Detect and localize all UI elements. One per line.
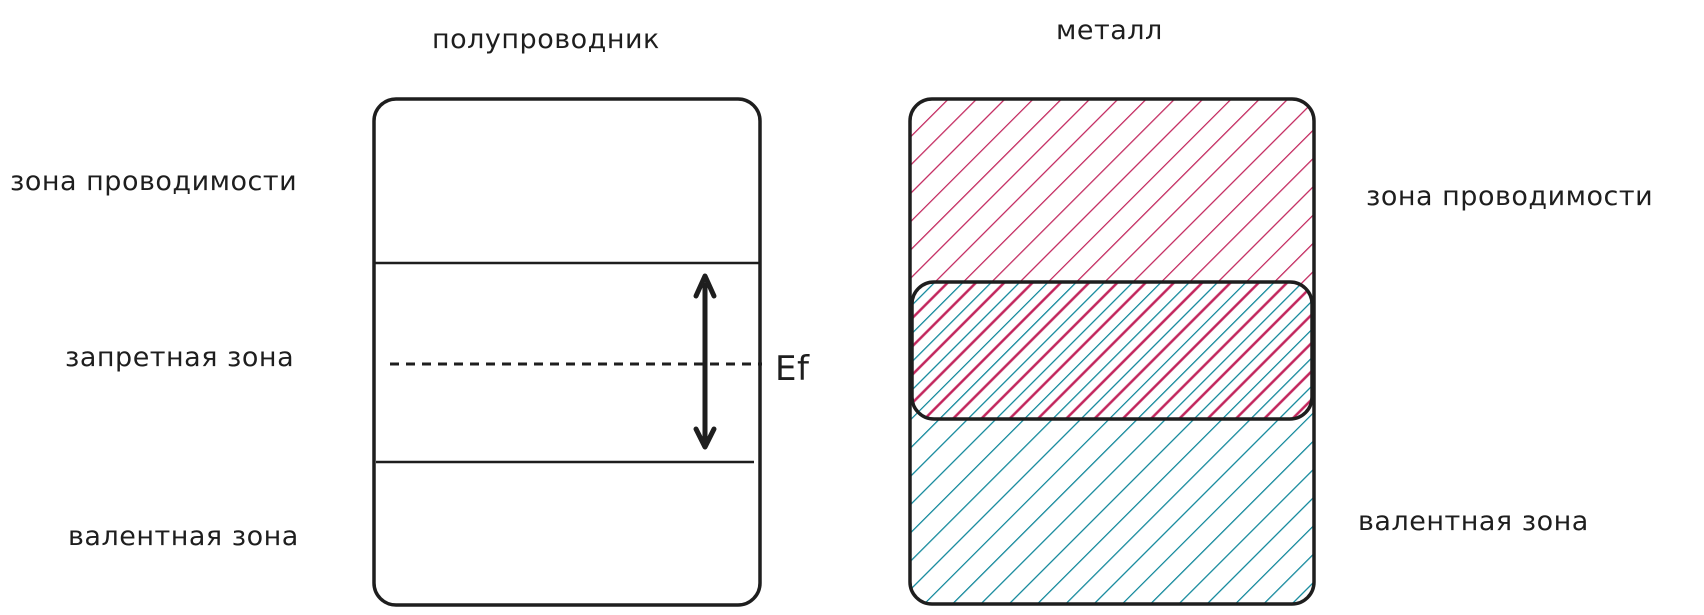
metal-outer-box xyxy=(908,97,1316,606)
metal-band-overlap xyxy=(912,282,1312,419)
metal-overlap-outline xyxy=(910,280,1314,421)
metal-title: металл xyxy=(1056,15,1163,46)
metal-valence-band-label: валентная зона xyxy=(1358,506,1589,537)
metal-conduction-band-label: зона проводимости xyxy=(1366,181,1654,212)
semiconductor-valence-band-label: валентная зона xyxy=(68,521,299,552)
semiconductor-box xyxy=(372,97,762,607)
semiconductor-band-gap-label: запретная зона xyxy=(65,342,295,373)
semiconductor-conduction-band-label: зона проводимости xyxy=(10,166,298,197)
semiconductor-title: полупроводник xyxy=(432,24,660,55)
fermi-level-label: Ef xyxy=(775,349,810,389)
band-gap-arrow xyxy=(693,273,717,450)
